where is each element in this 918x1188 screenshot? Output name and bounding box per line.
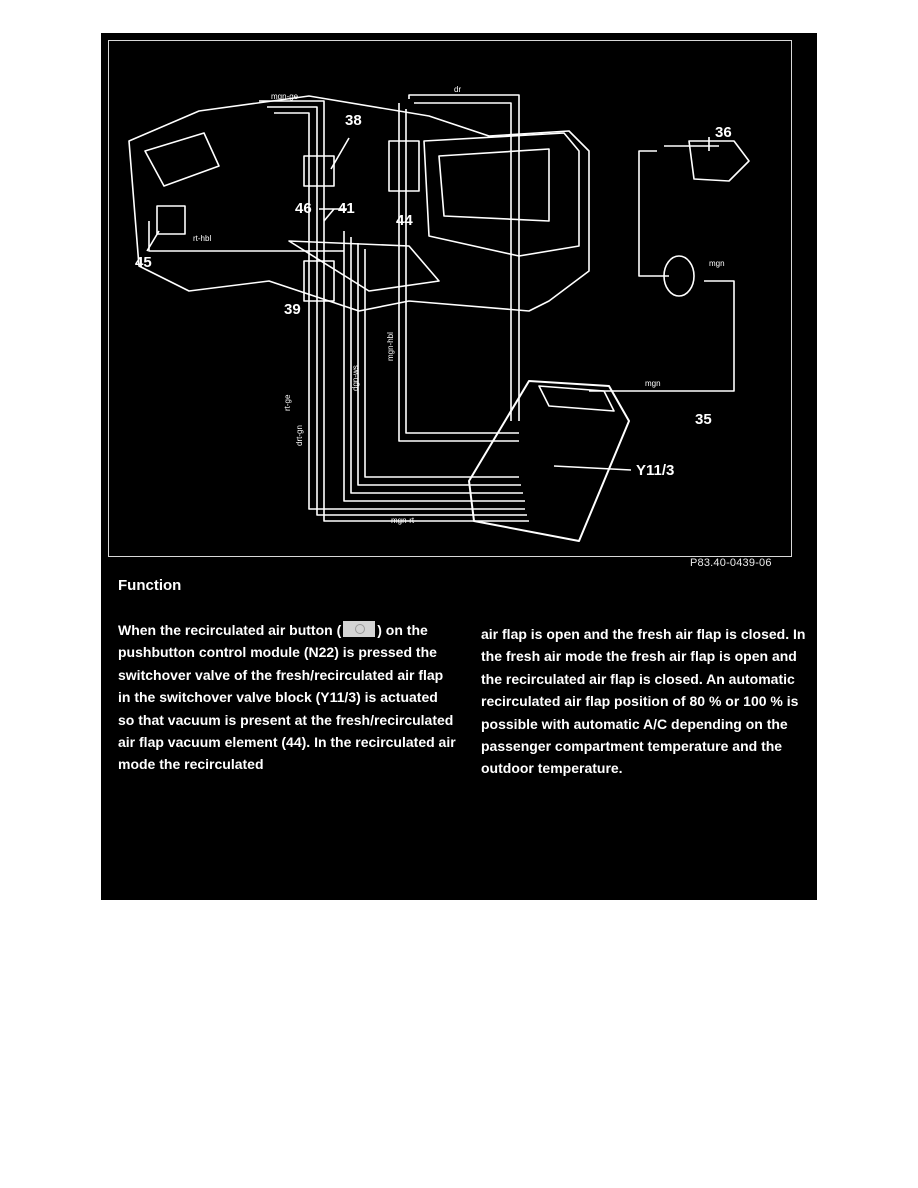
valve-45 [156, 205, 186, 235]
hose-left-45 [148, 221, 344, 252]
air-box-window [438, 148, 550, 222]
hose-bundle-1 [259, 100, 529, 522]
hose-35 [589, 280, 735, 392]
hose-label-mgn-check: mgn [709, 259, 725, 268]
hose-center-4 [364, 249, 519, 478]
text-column-right: air flap is open and the fresh air flap … [481, 623, 816, 780]
hose-center-3 [357, 243, 521, 486]
callout-41: 41 [338, 200, 355, 217]
hose-bundle-2 [267, 106, 527, 516]
callout-39: 39 [284, 301, 301, 318]
check-valve [663, 255, 695, 297]
hose-label-mgn-hbl: mgn-hbl [386, 332, 395, 361]
hose-center-1 [343, 231, 525, 502]
section-heading: Function [118, 577, 182, 594]
valve-block-top [538, 385, 615, 412]
paragraph-left: When the recirculated air button () on t… [118, 619, 458, 776]
figure-reference: P83.40-0439-06 [690, 557, 772, 569]
hose-dr-inner [414, 102, 512, 421]
callout-y11-3: Y11/3 [636, 462, 674, 479]
diagram-drawing: 36 38 46 41 44 45 39 35 Y11/3 mgn-ge dr … [128, 85, 750, 542]
lower-duct [288, 240, 440, 292]
hose-label-mgn-ge: mgn-ge [271, 92, 299, 101]
paragraph-left-part1: When the recirculated air button ( [118, 622, 342, 638]
hose-to-36 [638, 150, 669, 277]
hose-label-rt-ge: rt-ge [283, 394, 292, 411]
hose-bundle-3 [274, 112, 525, 510]
hose-label-rt-hbl: rt-hbl [193, 234, 211, 243]
paragraph-right: air flap is open and the fresh air flap … [481, 626, 806, 777]
recirculation-button-icon [343, 621, 376, 637]
callout-44: 44 [396, 212, 413, 229]
callout-38: 38 [345, 112, 362, 129]
hose-label-dr: dr [454, 85, 461, 94]
hose-center-2 [350, 237, 523, 494]
hose-bundle-5 [405, 109, 519, 434]
callout-45: 45 [135, 254, 152, 271]
dashboard-outline [128, 95, 590, 312]
text-column-left: When the recirculated air button () on t… [118, 619, 458, 776]
hose-label-mgn-rt: mgn-rt [391, 516, 415, 525]
valve-39 [303, 260, 335, 302]
hose-label-drt-gn: drt-gn [295, 425, 304, 446]
valve-block-outline [468, 380, 630, 542]
callout-35: 35 [695, 411, 712, 428]
callout-46: 46 [295, 200, 312, 217]
hose-label-mgn-35: mgn [645, 379, 661, 388]
air-box-outline [423, 132, 580, 257]
vent-outline [144, 132, 220, 187]
vacuum-system-diagram: 36 38 46 41 44 45 39 35 Y11/3 mgn-ge dr … [108, 40, 792, 557]
hose-label-dgn-ws: dgn-ws [351, 365, 360, 391]
connector-36 [688, 140, 750, 182]
valve-44 [388, 140, 420, 192]
hose-dr [408, 94, 520, 421]
callout-36: 36 [715, 124, 732, 141]
valve-38 [303, 155, 335, 187]
hose-bundle-4 [398, 103, 519, 442]
paragraph-left-part2: ) on the pushbutton control module (N22)… [118, 622, 456, 773]
scanned-page: 36 38 46 41 44 45 39 35 Y11/3 mgn-ge dr … [101, 33, 817, 900]
